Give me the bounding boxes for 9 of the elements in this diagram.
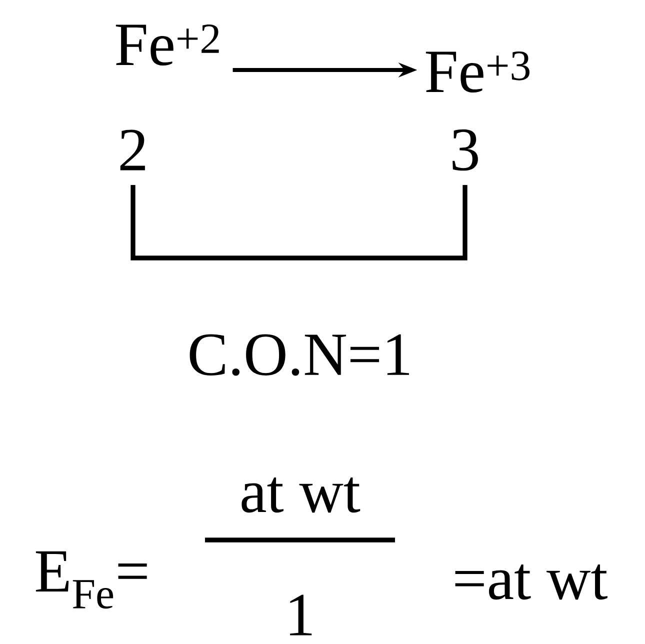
equation-text: E$_{Fe}$=: [36, 551, 147, 609]
equation-text: C.O.N=1: [190, 334, 409, 376]
denominator: 1: [290, 594, 312, 636]
number: 3: [452, 129, 478, 171]
equation-text: =at wt: [455, 564, 608, 600]
number: 2: [120, 130, 145, 170]
ion-text: Fe$^{+2}$: [116, 24, 219, 66]
ion-text: Fe$^{+3}$: [426, 51, 530, 93]
numerator: at wt: [242, 477, 360, 513]
